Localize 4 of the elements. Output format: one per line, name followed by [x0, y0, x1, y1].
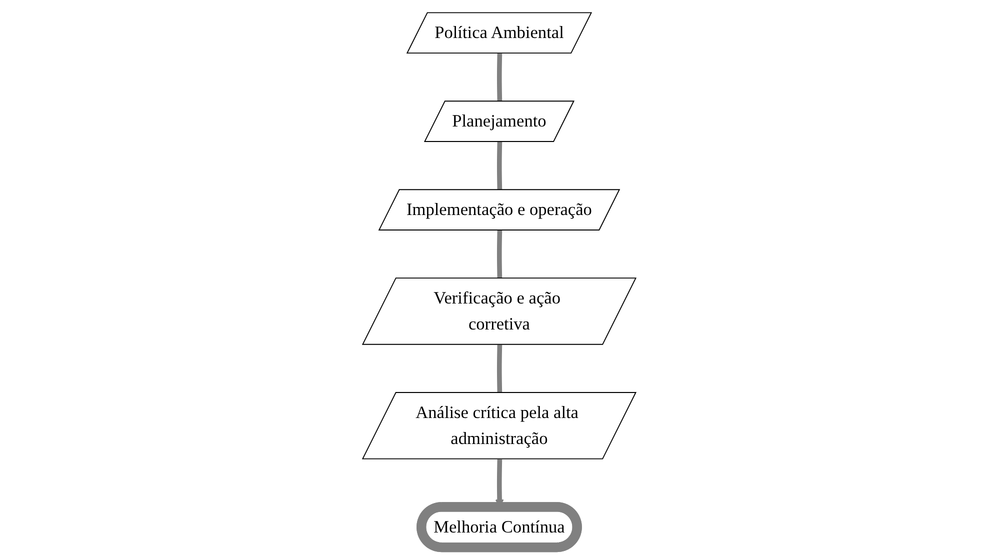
connector: [496, 142, 502, 190]
connector: [496, 344, 502, 394]
connector: [496, 230, 502, 279]
connector: [496, 54, 502, 102]
